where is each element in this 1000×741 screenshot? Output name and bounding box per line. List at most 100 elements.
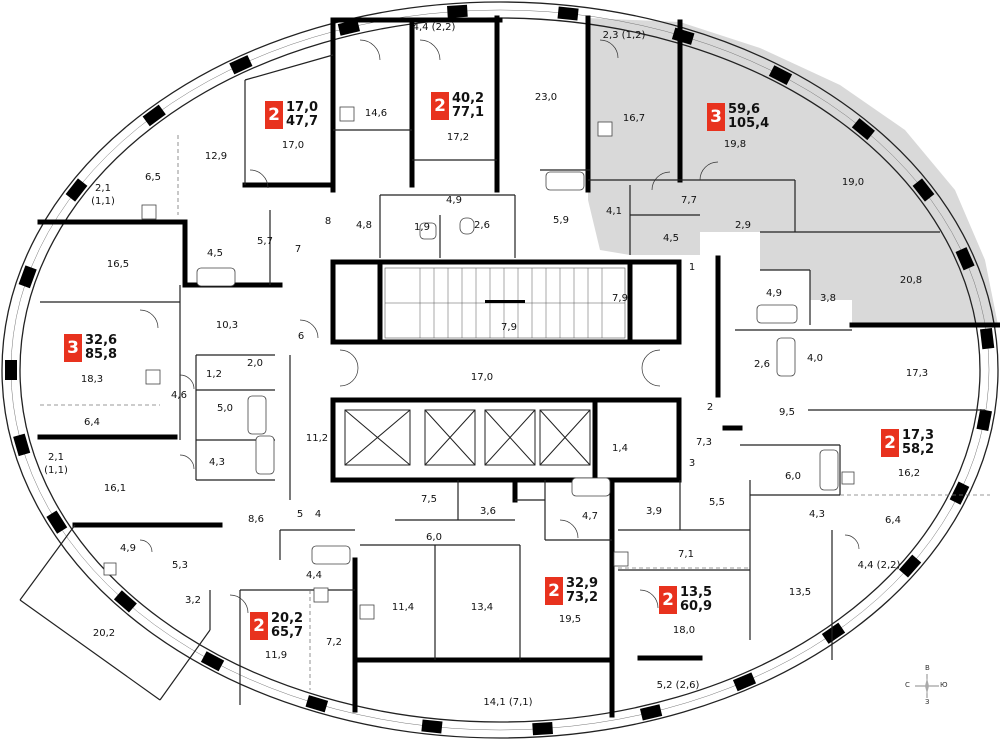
room-area-label: 17,3 [906,368,928,379]
room-area-label: 4,5 [207,248,223,259]
room-area-label: (1,1) [91,196,115,207]
room-count: 2 [431,92,449,120]
room-area-label: 2 [707,402,713,413]
facade-column [305,695,329,713]
room-area-label: 7,9 [612,293,628,304]
room-area-label: 19,5 [559,614,581,625]
living-area: 20,2 [271,611,304,626]
facade-column [768,65,793,86]
room-area-label: 1,2 [206,369,222,380]
room-area-label: 1,9 [414,222,430,233]
door-swings [139,39,860,614]
room-area-label: 4 [315,509,321,520]
room-area-label: 2,1 [48,452,64,463]
room-area-label: 4,7 [582,511,598,522]
room-area-label: 11,2 [306,433,328,444]
room-area-label: 8 [325,216,331,227]
room-area-label: 17,0 [282,140,304,151]
room-area-label: 17,0 [471,372,493,383]
room-area-label: 7,2 [326,637,342,648]
room-area-label: 10,3 [216,320,238,331]
room-area-label: 4,9 [120,543,136,554]
room-area-label: 7,9 [501,322,517,333]
facade-column [639,704,663,721]
room-area-label: 16,5 [107,259,129,270]
living-area: 17,0 [286,100,319,115]
facade-column [46,510,68,534]
room-area-label: 2,6 [754,359,770,370]
room-area-label: 11,9 [265,650,287,661]
stair-steps [419,268,603,338]
room-count: 2 [659,586,677,614]
room-area-label: 14,6 [365,108,387,119]
compass-left: С [905,681,910,689]
room-area-label: 2,6 [474,220,490,231]
room-area-label: 12,9 [205,151,227,162]
room-area-label: 4,0 [807,353,823,364]
room-area-label: 13,4 [471,602,493,613]
room-area-label: 4,4 (2,2) [858,560,901,571]
room-area-label: 7 [295,244,301,255]
room-area-label: 1 [689,262,695,273]
room-area-label: 20,2 [93,628,115,639]
room-area-label: 5,7 [257,236,273,247]
partitions [19,54,985,705]
facade-column [65,178,88,202]
room-area-label: 3 [689,458,695,469]
room-area-label: 14,1 (7,1) [483,697,532,708]
living-area: 59,6 [728,102,761,117]
room-area-label: 5,5 [709,497,725,508]
facade-column [13,433,31,457]
room-area-label: 2,9 [735,220,751,231]
room-area-label: 23,0 [535,92,557,103]
facade-column [337,19,361,36]
room-count: 2 [265,101,283,129]
highlighted-apartment-zone [588,18,998,325]
room-area-label: 8,6 [248,514,264,525]
room-area-label: 19,8 [724,139,746,150]
room-area-label: 16,2 [898,468,920,479]
room-area-labels: 4,4 (2,2)2,3 (1,2)14,617,223,016,719,817… [44,22,928,708]
room-area-label: 5,3 [172,560,188,571]
room-area-label: 4,9 [446,195,462,206]
room-area-label: 4,3 [209,457,225,468]
facade-column [557,6,579,21]
facade-column [5,360,17,380]
compass-top: В [925,664,930,672]
living-area: 32,9 [566,576,599,591]
zone-separators [40,135,990,690]
room-area-label: 18,0 [673,625,695,636]
compass-rose: В С Ю З [905,664,949,708]
room-area-label: 7,7 [681,195,697,206]
compass-bottom: З [925,698,930,706]
room-area-label: 1,4 [612,443,628,454]
room-area-label: 4,4 [306,570,322,581]
room-area-label: 16,1 [104,483,126,494]
total-area: 58,2 [902,442,935,457]
facade-column [421,719,443,734]
room-area-label: 4,1 [606,206,622,217]
room-area-label: 3,6 [480,506,496,517]
room-area-label: 2,1 [95,183,111,194]
living-area: 40,2 [452,91,485,106]
total-area: 65,7 [271,625,304,640]
room-count: 2 [881,429,899,457]
room-area-label: 4,8 [356,220,372,231]
room-area-label: 13,5 [789,587,811,598]
fixtures [103,106,855,620]
elevators [344,409,591,466]
room-area-label: 4,6 [171,390,187,401]
room-area-label: 6,4 [84,417,100,428]
total-area: 105,4 [728,116,770,131]
room-area-label: 2,3 (1,2) [603,30,646,41]
total-area: 73,2 [566,590,599,605]
